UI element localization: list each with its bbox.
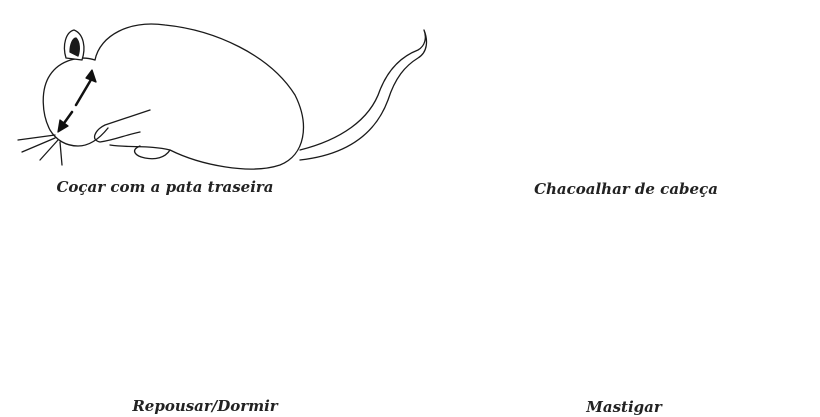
caption-head-shake: Chacoalhar de cabeça: [534, 180, 718, 198]
caption-scratching: Coçar com a pata traseira: [56, 178, 273, 196]
rat-scratching-icon: [18, 24, 426, 169]
caption-chewing: Mastigar: [586, 398, 662, 416]
caption-resting: Repousar/Dormir: [132, 397, 277, 415]
